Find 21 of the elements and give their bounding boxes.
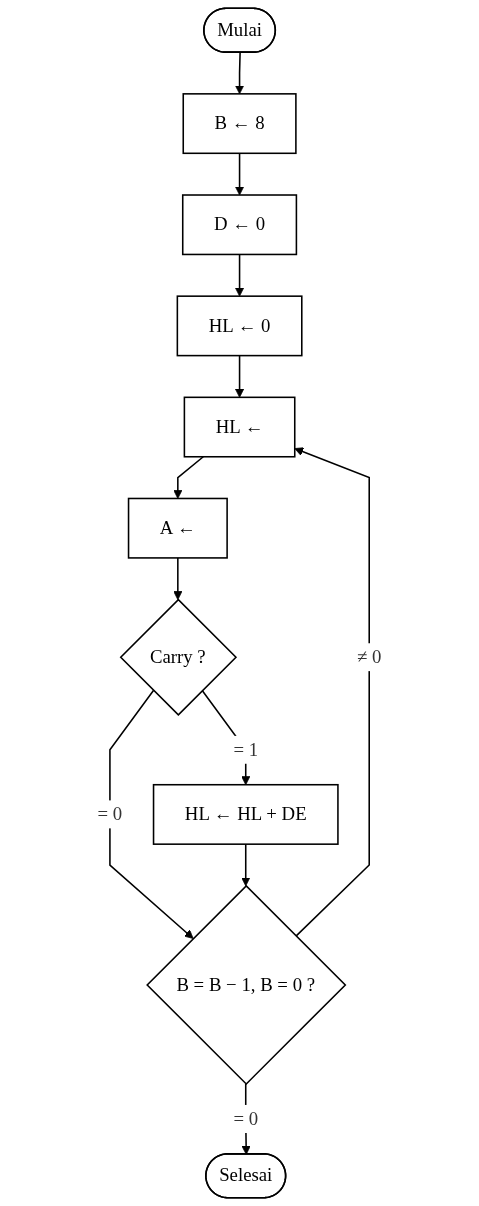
- node-box: B ← 8: [182, 93, 297, 155]
- arrow: [173, 456, 205, 499]
- edge-label: = 1: [233, 738, 259, 760]
- arrow: [235, 51, 245, 95]
- arrow: [235, 253, 245, 297]
- arrow: [235, 152, 245, 196]
- edge-label: ≠ 0: [357, 646, 382, 668]
- node-box: A ←: [127, 497, 228, 559]
- arrow: [294, 447, 370, 937]
- node-diamond: Carry ?: [119, 598, 238, 716]
- arrow: [235, 354, 245, 398]
- arrow: [173, 557, 183, 601]
- node-box: D ← 0: [181, 194, 298, 256]
- node-diamond: B = B − 1, B = 0 ?: [146, 884, 347, 1086]
- node-box: HL ←: [183, 396, 296, 458]
- node-box: HL ← HL + DE: [152, 783, 339, 845]
- edge-label: = 0: [97, 803, 123, 825]
- node-box: HL ← 0: [176, 295, 303, 357]
- arrow: [109, 689, 194, 939]
- edge-label: = 0: [233, 1107, 259, 1129]
- arrow: [241, 843, 251, 887]
